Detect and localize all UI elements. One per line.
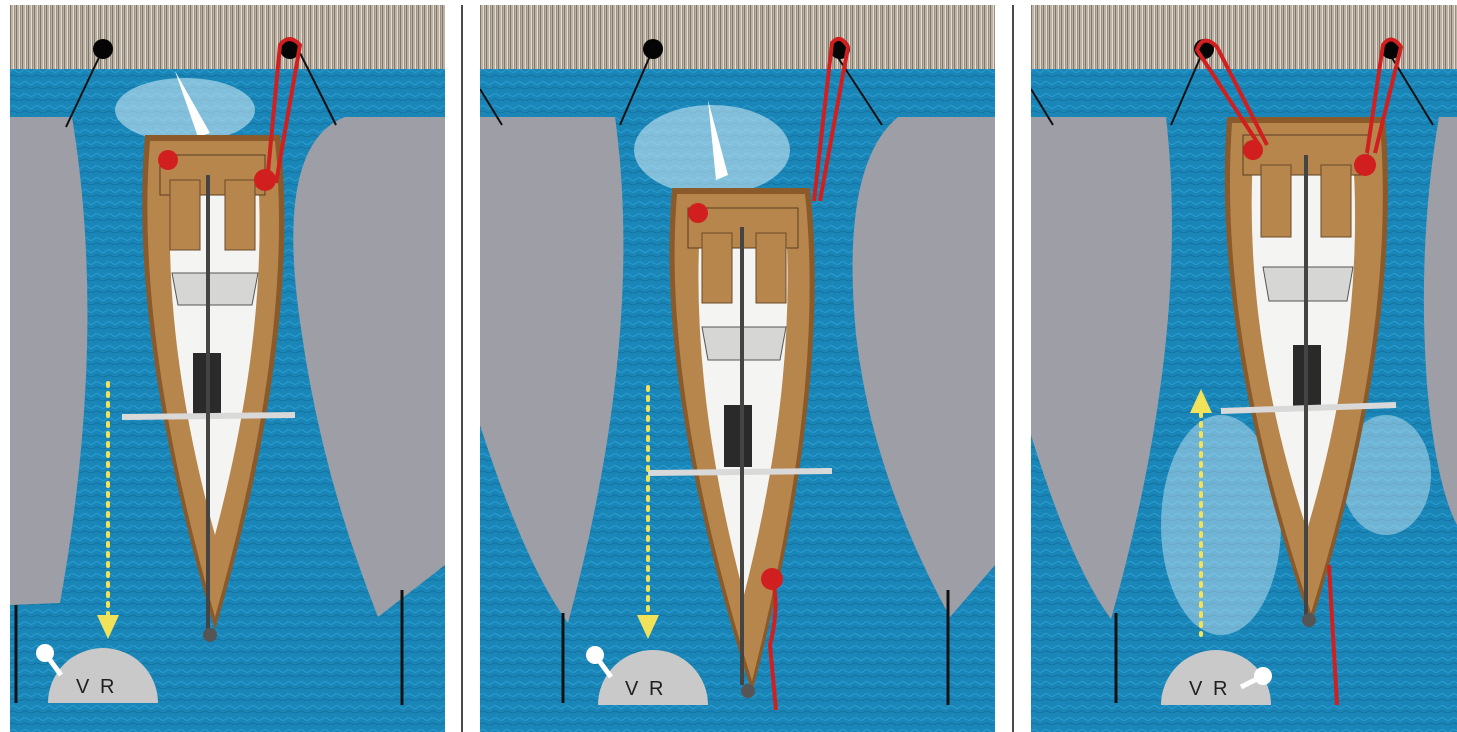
lever-label-v: V bbox=[1189, 678, 1203, 700]
crew-member bbox=[688, 203, 708, 223]
crew-member bbox=[254, 169, 276, 191]
panel-2: V R bbox=[480, 5, 995, 732]
lever-label-r: R bbox=[100, 676, 114, 698]
lever-label-r: R bbox=[649, 678, 663, 700]
panel-divider bbox=[1012, 5, 1014, 732]
crew-member bbox=[158, 150, 178, 170]
dock bbox=[10, 5, 445, 69]
crew-member bbox=[1354, 154, 1376, 176]
panel-divider bbox=[461, 5, 463, 732]
prop-wash bbox=[115, 78, 255, 142]
lever-label-v: V bbox=[76, 676, 90, 698]
lever-label-v: V bbox=[625, 678, 639, 700]
panel-1: V R bbox=[10, 5, 445, 732]
bollard bbox=[93, 39, 113, 59]
dock bbox=[480, 5, 995, 69]
bollard bbox=[643, 39, 663, 59]
panel-3: V R bbox=[1031, 5, 1457, 732]
lever-label-r: R bbox=[1213, 678, 1227, 700]
